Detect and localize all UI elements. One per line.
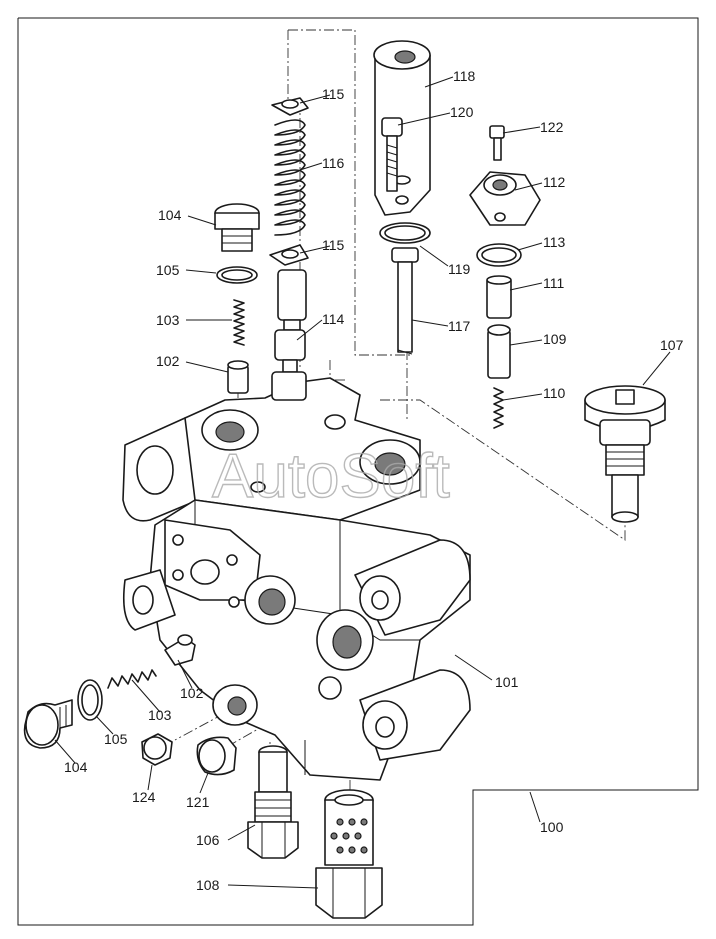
label-111: 111 <box>543 275 564 291</box>
spool-114 <box>271 269 307 401</box>
label-115-top: 115 <box>322 86 345 102</box>
leader-lines <box>54 76 671 889</box>
plug-124 <box>141 733 173 766</box>
screw-122 <box>489 125 505 161</box>
relief-valve-107 <box>584 385 666 523</box>
label-112: 112 <box>543 174 566 190</box>
watermark-text: AutoSoft <box>212 442 450 511</box>
bolt-120 <box>381 117 403 192</box>
label-113: 113 <box>543 234 566 250</box>
plug-104-lower <box>23 699 73 749</box>
plug-121 <box>196 736 237 776</box>
sleeve-111 <box>486 275 512 319</box>
label-114: 114 <box>322 311 345 327</box>
label-110: 110 <box>543 385 566 401</box>
label-122: 122 <box>540 119 564 135</box>
label-103-lower: 103 <box>148 707 172 723</box>
oring-105-top <box>216 266 258 284</box>
oring-105-lower <box>77 679 103 721</box>
cap-112 <box>469 171 541 226</box>
oring-113 <box>476 243 522 267</box>
plug-104-top <box>214 203 260 252</box>
label-120: 120 <box>450 104 474 120</box>
label-107: 107 <box>660 337 684 353</box>
label-102-lower: 102 <box>180 685 204 701</box>
label-119: 119 <box>448 261 471 277</box>
label-100: 100 <box>540 819 564 835</box>
poppet-102-lower <box>164 634 196 666</box>
spring-116 <box>274 119 306 236</box>
label-116: 116 <box>322 155 345 171</box>
label-124: 124 <box>132 789 156 805</box>
label-102-top: 102 <box>156 353 180 369</box>
label-115-bottom: 115 <box>322 237 345 253</box>
label-104-lower: 104 <box>64 759 88 775</box>
valve-body <box>122 377 471 781</box>
spring-110 <box>493 387 504 429</box>
check-valve-106 <box>247 745 299 859</box>
poppet-102-top <box>227 360 249 394</box>
label-106: 106 <box>196 832 220 848</box>
piston-109 <box>487 324 511 379</box>
sleeve-108 <box>315 789 383 919</box>
oring-119 <box>379 222 431 244</box>
washer-115-bottom <box>269 244 309 266</box>
spring-103-lower <box>107 669 157 689</box>
label-109: 109 <box>543 331 567 347</box>
label-118: 118 <box>453 68 476 84</box>
label-104-top: 104 <box>158 207 182 223</box>
label-103-top: 103 <box>156 312 180 328</box>
label-117: 117 <box>448 318 471 334</box>
label-101: 101 <box>495 674 519 690</box>
spring-103-top <box>233 299 245 346</box>
assembly-boundary <box>17 17 699 926</box>
stem-117 <box>391 247 419 355</box>
label-121: 121 <box>186 794 210 810</box>
label-108: 108 <box>196 877 220 893</box>
part-labels: 100 101 102 102 103 103 104 104 105 105 … <box>64 68 684 893</box>
washer-115-top <box>271 97 309 116</box>
label-105-lower: 105 <box>104 731 128 747</box>
label-105-top: 105 <box>156 262 180 278</box>
